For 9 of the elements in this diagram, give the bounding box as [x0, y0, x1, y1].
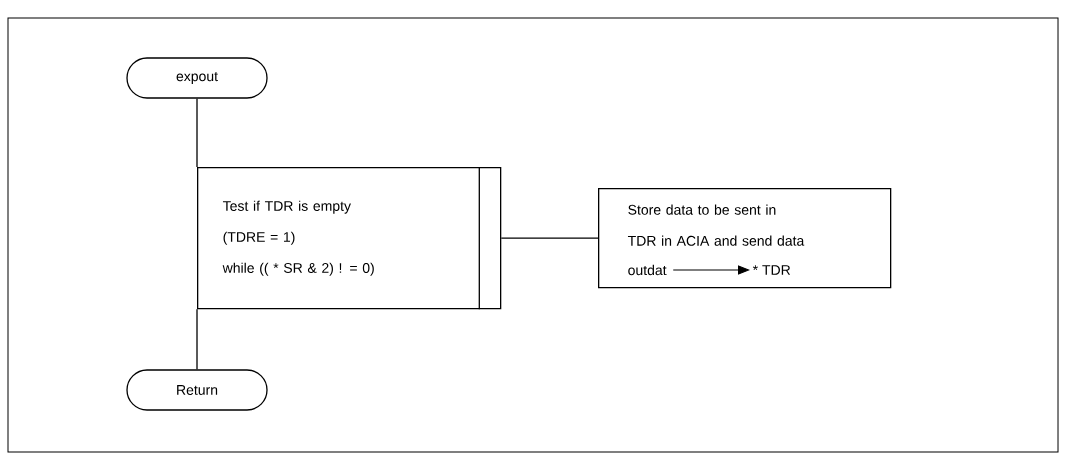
loop-box: Test if TDR is empty (TDRE = 1) while (( * SR & 2) ! = 0): [197, 166, 502, 310]
connector-line: [196, 98, 198, 168]
terminal-box: expout: [126, 57, 268, 99]
text-label: outdat: [628, 264, 667, 276]
arrow: [672, 265, 750, 275]
terminal-box: Return: [126, 369, 268, 411]
connector-line: [196, 308, 198, 370]
connector-line: [500, 237, 599, 239]
text-label: * TDR: [752, 265, 791, 275]
